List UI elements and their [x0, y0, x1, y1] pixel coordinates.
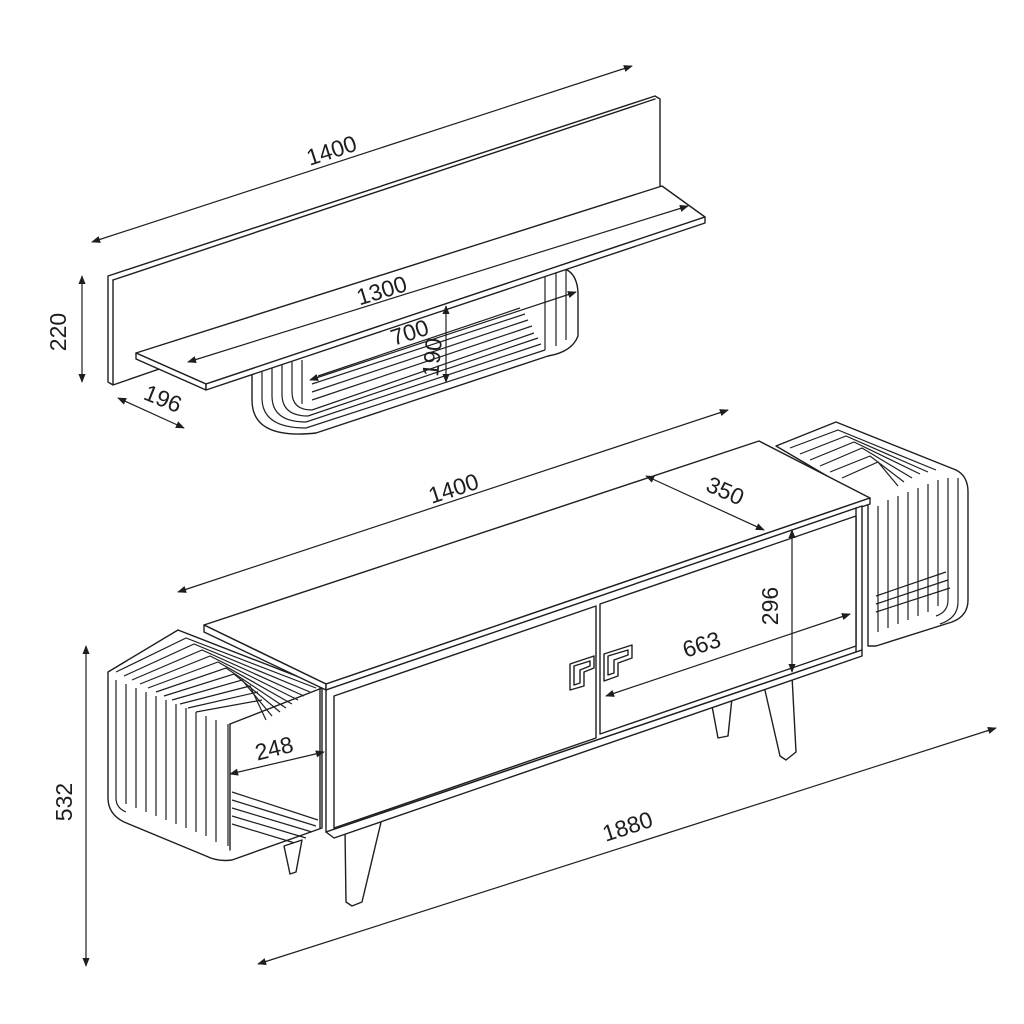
- label-shelf-depth: 196: [140, 379, 185, 417]
- label-cabinet-top-width: 1400: [425, 468, 482, 509]
- dim-line-cabinet-top-depth: [645, 475, 765, 531]
- dimension-lines: [78, 65, 997, 967]
- label-shelf-cage-height: 190: [417, 337, 447, 378]
- label-cabinet-door-height: 296: [757, 587, 783, 625]
- dim-line-cabinet-door-width: [605, 613, 851, 697]
- label-overall-height: 532: [51, 783, 77, 821]
- dim-line-cabinet-top-width: [177, 409, 729, 593]
- right-slatted-box: [775, 421, 969, 647]
- dim-line-shelf-board-width: [187, 204, 689, 364]
- label-shelf-backboard-width: 1400: [303, 130, 360, 171]
- dim-line-shelf-backboard-width: [91, 65, 633, 243]
- dim-line-overall-width: [257, 727, 997, 965]
- label-shelf-height: 220: [45, 313, 71, 351]
- dim-line-shelf-depth: [117, 397, 185, 429]
- leg-back-left: [283, 839, 303, 875]
- label-overall-width: 1880: [599, 806, 656, 847]
- wall-shelf: [107, 95, 706, 435]
- tv-cabinet: [107, 421, 969, 907]
- dimension-labels: 1400 220 196 1300 700 190 1400 350 296 6…: [45, 130, 783, 847]
